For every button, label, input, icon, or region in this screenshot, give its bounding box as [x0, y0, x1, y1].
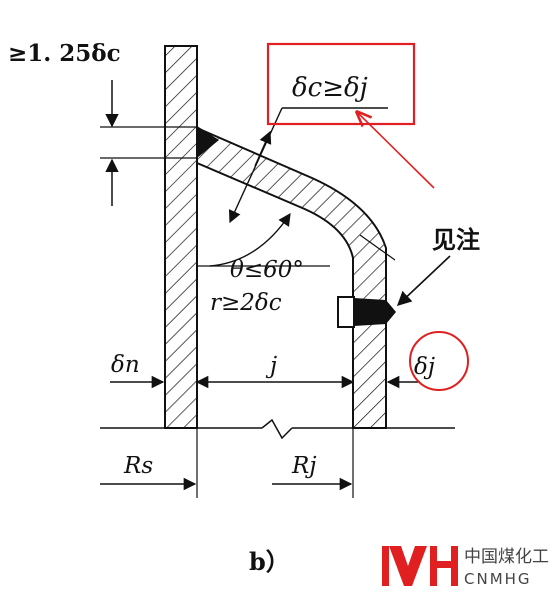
bottom-break-line — [100, 418, 455, 440]
figure-caption: b） — [249, 547, 290, 576]
highlight-annotation — [266, 42, 435, 189]
note-label: 见注 — [432, 225, 480, 254]
radius-label: r≥2δc — [210, 290, 282, 316]
note-callout: 见注 — [396, 225, 480, 306]
jacket-thickness-label: δj — [414, 354, 435, 380]
vessel-shell-wall — [164, 45, 198, 429]
radius-dimensions: Rs Rj — [100, 428, 354, 498]
cone-thickness-label: δc≥δj — [292, 73, 368, 103]
logo-text-en: CNMHG — [464, 570, 532, 588]
jacket-thickness-highlight-circle — [409, 331, 469, 391]
logo-text-cn: 中国煤化工 — [464, 547, 549, 567]
shell-thickness-label: δn — [111, 352, 140, 378]
radius-jacket-label: Rj — [291, 453, 316, 479]
cone-thickness-callout: δc≥δj — [228, 73, 388, 224]
radius-shell-label: Rs — [123, 453, 153, 479]
jacket-weld — [337, 296, 396, 328]
shell-weld — [197, 126, 219, 158]
dim-j-label: j — [265, 353, 277, 379]
middle-dimensions: δn j δj — [110, 331, 469, 391]
top-thickness-dimension: ≥1. 25δc — [8, 40, 197, 206]
angle-radius-annotation: θ≤60° r≥2δc — [197, 212, 396, 316]
logo-mark — [382, 546, 458, 586]
watermark-logo: 中国煤化工 CNMHG — [382, 546, 549, 588]
min-thickness-label: ≥1. 25δc — [8, 40, 121, 67]
angle-label: θ≤60° — [230, 257, 304, 283]
